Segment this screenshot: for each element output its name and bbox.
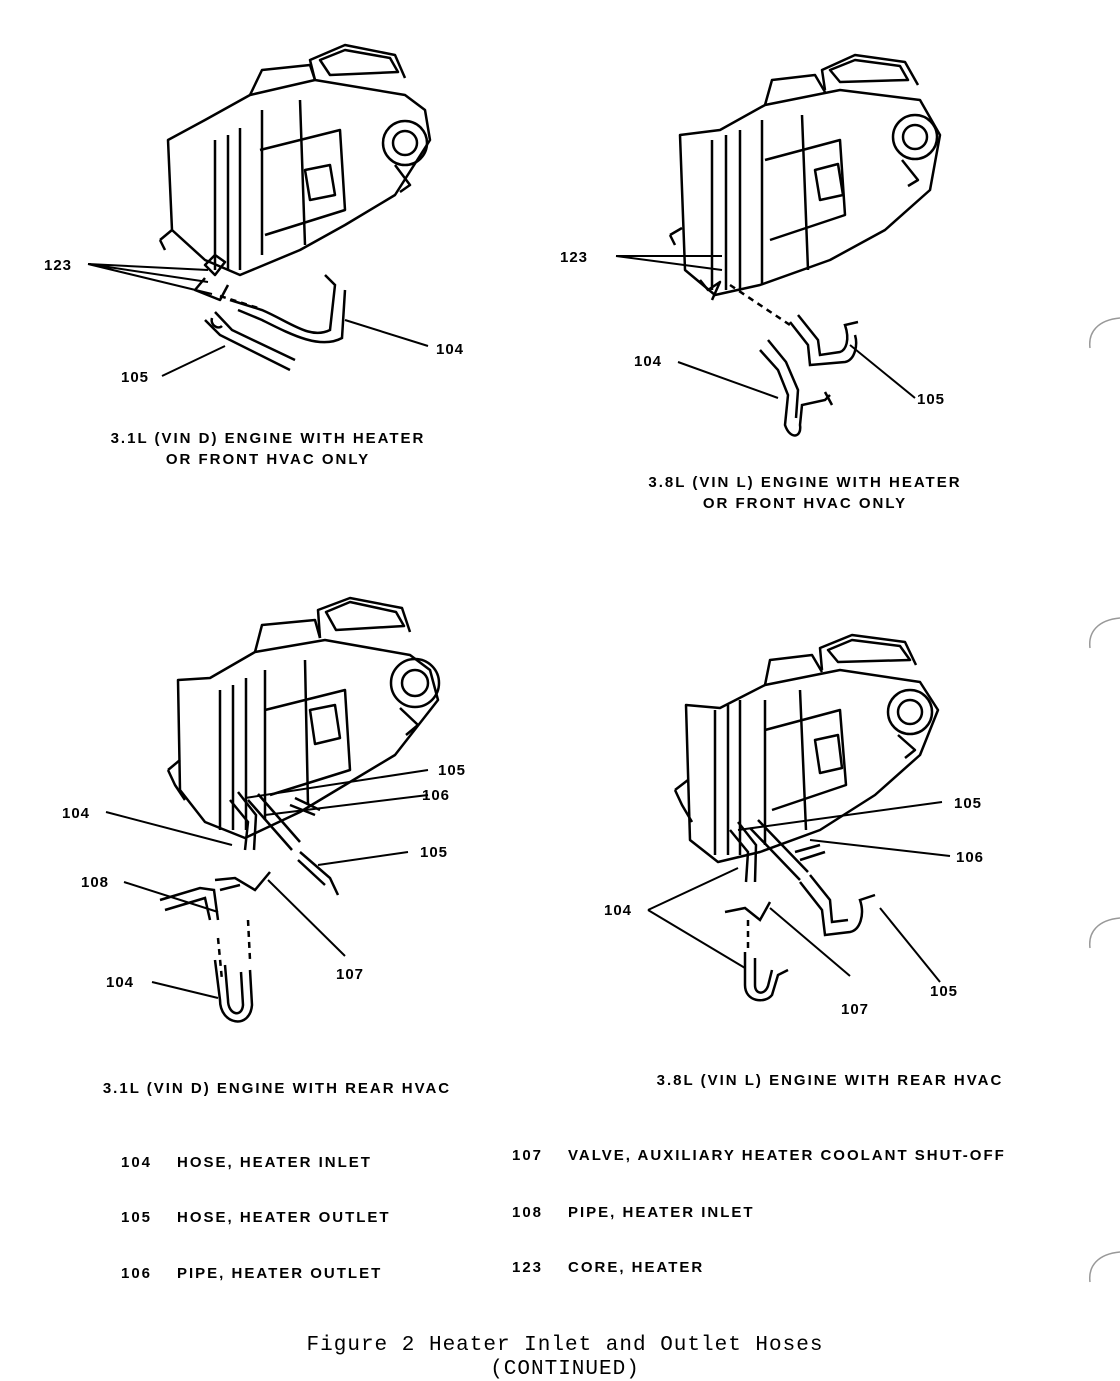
callout-105: 105 [438,762,466,779]
legend-number: 107 [512,1147,544,1164]
callout-104: 104 [604,902,632,919]
leader-lines [105,769,429,999]
caption-line: 3.1L (VIN D) ENGINE WITH REAR HVAC [102,1080,452,1097]
caption-line: OR FRONT HVAC ONLY [165,451,371,468]
callout-104: 104 [634,353,662,370]
legend-item-106: 106 PIPE, HEATER OUTLET [121,1265,382,1282]
diagram-3-8l-rear-hvac: 105 106 104 107 105 [604,633,984,1018]
legend-number: 105 [121,1209,153,1226]
leader-lines [615,255,916,399]
legend-number: 108 [512,1204,544,1221]
legend-item-105: 105 HOSE, HEATER OUTLET [121,1209,391,1226]
callout-123: 123 [560,249,588,266]
diagram-caption: 3.1L (VIN D) ENGINE WITH HEATER OR FRONT… [88,428,448,470]
callout-123: 123 [44,257,72,274]
diagram-3-1l-heater-only: 123 104 105 [44,43,464,386]
heater-hoses [729,283,859,437]
legend-text: CORE, HEATER [568,1259,705,1276]
diagram-caption: 3.1L (VIN D) ENGINE WITH REAR HVAC [82,1078,472,1099]
callout-105: 105 [917,391,945,408]
callout-106: 106 [956,849,984,866]
callout-107: 107 [841,1001,869,1018]
callout-105: 105 [930,983,958,1000]
legend-item-104: 104 HOSE, HEATER INLET [121,1154,372,1171]
legend-text: HOSE, HEATER OUTLET [177,1209,391,1226]
leader-lines [87,263,429,377]
caption-line: 3.8L (VIN L) ENGINE WITH REAR HVAC [656,1072,1004,1089]
caption-line: 3.1L (VIN D) ENGINE WITH HEATER [110,430,426,447]
callout-108: 108 [81,874,109,891]
caption-line: 3.8L (VIN L) ENGINE WITH HEATER [648,474,962,491]
legend-item-107: 107 VALVE, AUXILIARY HEATER COOLANT SHUT-… [512,1147,1006,1164]
hvac-module-illustration [668,53,942,301]
callout-105: 105 [121,369,149,386]
binder-hole-marks [1089,317,1120,1283]
hvac-module-illustration [673,633,940,864]
callout-105: 105 [420,844,448,861]
heater-hoses [204,274,347,372]
legend-number: 106 [121,1265,153,1282]
diagram-caption: 3.8L (VIN L) ENGINE WITH HEATER OR FRONT… [622,472,988,514]
legend-text: PIPE, HEATER OUTLET [177,1265,383,1282]
callout-104: 104 [62,805,90,822]
callout-106: 106 [422,787,450,804]
heater-hoses [724,819,876,1002]
diagram-caption: 3.8L (VIN L) ENGINE WITH REAR HVAC [640,1070,1020,1091]
legend-item-108: 108 PIPE, HEATER INLET [512,1204,755,1221]
legend-item-123: 123 CORE, HEATER [512,1259,704,1276]
diagram-3-1l-rear-hvac: 105 106 104 105 108 107 104 [62,596,466,1023]
figure-title: Figure 2 Heater Inlet and Outlet Hoses [306,1334,824,1357]
figure-subtitle: (CONTINUED) [490,1358,640,1381]
legend-text: PIPE, HEATER INLET [568,1204,755,1221]
hvac-module-illustration [158,43,432,302]
diagram-3-8l-heater-only: 123 104 105 [560,53,945,437]
leader-lines [647,801,951,983]
caption-line: OR FRONT HVAC ONLY [702,495,908,512]
callout-104: 104 [436,341,464,358]
legend-text: HOSE, HEATER INLET [177,1154,372,1171]
callout-105: 105 [954,795,982,812]
callout-104: 104 [106,974,134,991]
legend-text: VALVE, AUXILIARY HEATER COOLANT SHUT-OFF [568,1147,1006,1164]
callout-107: 107 [336,966,364,983]
legend-number: 104 [121,1154,153,1171]
legend-number: 123 [512,1259,544,1276]
heater-hoses [159,791,340,1023]
